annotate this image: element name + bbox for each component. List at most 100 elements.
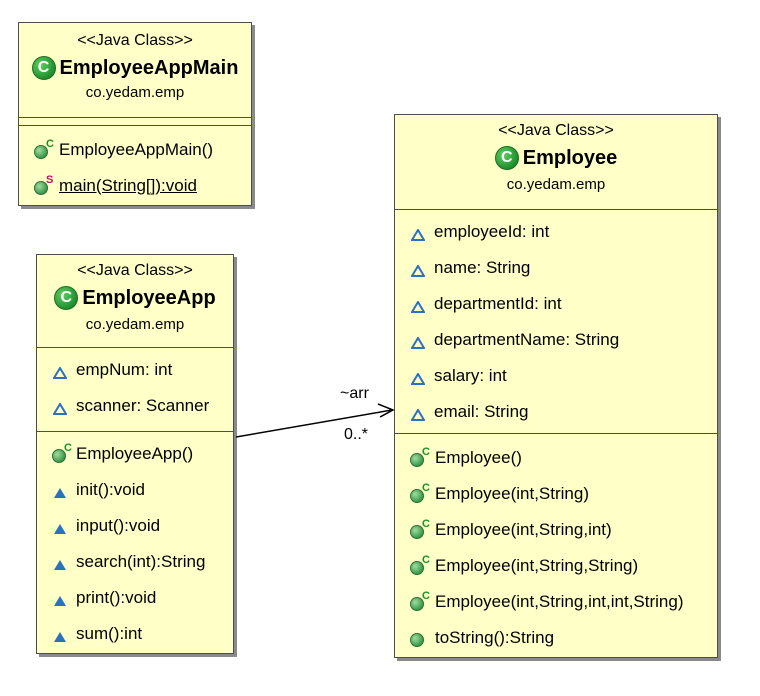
class-icon: C	[54, 286, 79, 310]
constructor-marker-icon: C	[64, 442, 72, 454]
constructor-marker-icon: C	[422, 518, 430, 530]
class-name: C EmployeeAppMain	[19, 55, 251, 81]
method-label: Employee(int,String,int,int,String)	[435, 592, 684, 611]
constructor-marker-icon: C	[46, 138, 54, 150]
method-row[interactable]: init():void	[37, 472, 233, 508]
method-label: Employee(int,String,String)	[435, 556, 639, 575]
method-label: init():void	[76, 480, 145, 499]
method-row[interactable]: toString():String	[395, 620, 717, 656]
field-label: departmentName: String	[434, 330, 620, 349]
class-employeeappmain[interactable]: <<Java Class>> C EmployeeAppMain co.yeda…	[18, 22, 252, 206]
static-method-icon	[34, 181, 48, 195]
class-name-text: Employee	[522, 147, 618, 169]
association-line[interactable]	[235, 409, 393, 438]
constructor-icon	[410, 453, 424, 467]
field-label: employeeId: int	[434, 222, 550, 241]
fields-section	[19, 117, 251, 125]
class-header: <<Java Class>> C Employee co.yedam.emp	[395, 115, 717, 209]
field-row[interactable]: email: String	[395, 394, 717, 430]
method-row[interactable]: C Employee(int,String,int,int,String)	[395, 584, 717, 620]
field-row[interactable]: employeeId: int	[395, 214, 717, 250]
association-arrowhead-icon	[377, 403, 395, 418]
method-label: Employee(int,String,int)	[435, 520, 612, 539]
class-icon: C	[31, 56, 56, 80]
class-icon: C	[494, 146, 519, 170]
field-row[interactable]: salary: int	[395, 358, 717, 394]
class-header: <<Java Class>> C EmployeeAppMain co.yeda…	[19, 23, 251, 117]
methods-section: C EmployeeApp() init():void input():void…	[37, 431, 233, 652]
method-row[interactable]: C Employee()	[395, 440, 717, 476]
method-row[interactable]: sum():int	[37, 616, 233, 652]
class-name-text: EmployeeApp	[82, 287, 216, 309]
field-icon	[410, 406, 426, 426]
constructor-marker-icon: C	[422, 482, 430, 494]
class-employeeapp[interactable]: <<Java Class>> C EmployeeApp co.yedam.em…	[36, 254, 234, 654]
package-method-icon	[53, 484, 67, 504]
method-row[interactable]: input():void	[37, 508, 233, 544]
method-label: Employee(int,String)	[435, 484, 590, 503]
field-icon	[410, 262, 426, 282]
field-icon	[410, 298, 426, 318]
package-method-icon	[53, 556, 67, 576]
method-label: search(int):String	[76, 552, 206, 571]
method-row[interactable]: C Employee(int,String,int)	[395, 512, 717, 548]
class-name: C EmployeeApp	[37, 285, 233, 311]
field-label: empNum: int	[76, 360, 173, 379]
field-label: scanner: Scanner	[76, 396, 210, 415]
stereotype: <<Java Class>>	[498, 122, 614, 139]
constructor-marker-icon: C	[422, 554, 430, 566]
package-name: co.yedam.emp	[85, 316, 185, 333]
field-row[interactable]: empNum: int	[37, 352, 233, 388]
method-label: toString():String	[435, 628, 555, 647]
class-employee[interactable]: <<Java Class>> C Employee co.yedam.emp e…	[394, 114, 718, 658]
constructor-icon	[410, 597, 424, 611]
constructor-icon	[410, 561, 424, 575]
method-label: EmployeeApp()	[76, 444, 194, 463]
stereotype: <<Java Class>>	[77, 32, 193, 49]
method-row[interactable]: search(int):String	[37, 544, 233, 580]
field-row[interactable]: scanner: Scanner	[37, 388, 233, 424]
methods-section: C Employee() C Employee(int,String) C Em…	[395, 433, 717, 656]
constructor-marker-icon: C	[422, 446, 430, 458]
fields-section: empNum: int scanner: Scanner	[37, 347, 233, 431]
field-icon	[410, 334, 426, 354]
field-row[interactable]: departmentId: int	[395, 286, 717, 322]
field-row[interactable]: departmentName: String	[395, 322, 717, 358]
static-marker-icon: S	[46, 174, 54, 186]
field-icon	[410, 226, 426, 246]
stereotype: <<Java Class>>	[77, 262, 193, 279]
class-name: C Employee	[395, 145, 717, 171]
field-icon	[52, 400, 68, 420]
method-label: main(String[]):void	[59, 176, 197, 195]
field-label: name: String	[434, 258, 531, 277]
method-label: print():void	[76, 588, 157, 607]
class-name-text: EmployeeAppMain	[59, 57, 239, 79]
constructor-icon	[52, 449, 66, 463]
method-row[interactable]: print():void	[37, 580, 233, 616]
method-row[interactable]: C Employee(int,String)	[395, 476, 717, 512]
field-label: departmentId: int	[434, 294, 562, 313]
method-row[interactable]: C Employee(int,String,String)	[395, 548, 717, 584]
method-row[interactable]: C EmployeeApp()	[37, 436, 233, 472]
package-method-icon	[53, 520, 67, 540]
constructor-marker-icon: C	[422, 590, 430, 602]
method-label: input():void	[76, 516, 161, 535]
method-label: Employee()	[435, 448, 522, 467]
public-method-icon	[410, 633, 424, 647]
package-method-icon	[53, 628, 67, 648]
constructor-icon	[410, 489, 424, 503]
fields-section: employeeId: int name: String departmentI…	[395, 209, 717, 433]
field-icon	[410, 370, 426, 390]
method-label: EmployeeAppMain()	[59, 140, 214, 159]
method-row[interactable]: C EmployeeAppMain()	[19, 132, 251, 168]
field-row[interactable]: name: String	[395, 250, 717, 286]
method-row[interactable]: S main(String[]):void	[19, 168, 251, 204]
package-name: co.yedam.emp	[85, 84, 185, 101]
field-icon	[52, 364, 68, 384]
package-name: co.yedam.emp	[506, 176, 606, 193]
constructor-icon	[34, 145, 48, 159]
class-header: <<Java Class>> C EmployeeApp co.yedam.em…	[37, 255, 233, 347]
methods-section: C EmployeeAppMain() S main(String[]):voi…	[19, 125, 251, 204]
constructor-icon	[410, 525, 424, 539]
